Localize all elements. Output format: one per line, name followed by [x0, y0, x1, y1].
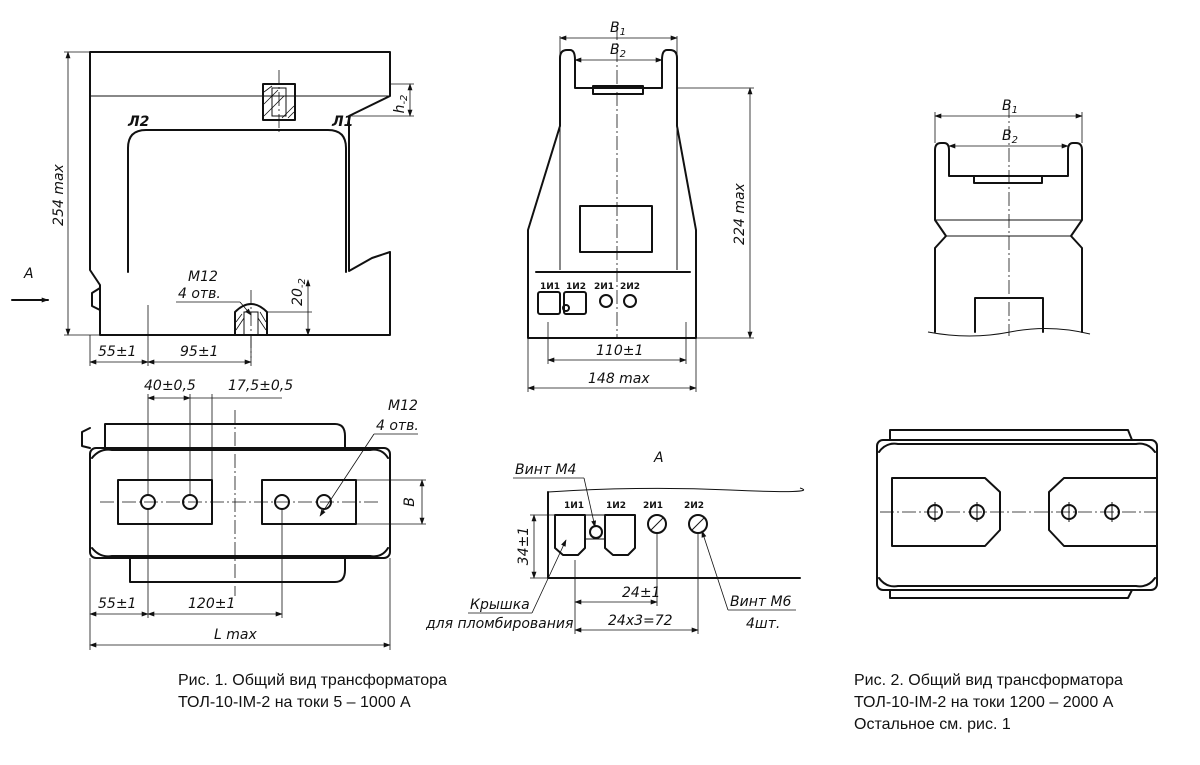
dim-B2-label: B2	[610, 42, 626, 60]
figure1-caption: Рис. 1. Общий вид трансформатора ТОЛ-10-…	[178, 670, 447, 714]
top-view-body	[89, 447, 391, 559]
front-thread-leader	[239, 301, 252, 316]
fig2-B1-label: B1	[1002, 98, 1018, 116]
view-a-cover-2	[604, 514, 636, 556]
front-bottom-hatch	[235, 311, 267, 331]
view-a-cover-leader	[531, 539, 567, 614]
dim-254-label: 254 max	[51, 163, 67, 225]
view-a-break-line	[547, 487, 805, 493]
view-a-m4-label: Винт М4	[515, 462, 576, 478]
dim-95-label: 95±1	[180, 344, 218, 360]
fig2-side-view: B1 B2	[927, 98, 1091, 337]
view-a-screw-4-slot	[691, 517, 705, 531]
dim-L-label: L max	[214, 627, 257, 643]
view-a-m6-count: 4шт.	[746, 616, 780, 632]
dim-55b-label: 55±1	[98, 596, 136, 612]
top-thread-label: M12	[388, 398, 418, 414]
view-a-cover-1	[554, 514, 586, 556]
side-terminal-screw	[562, 304, 570, 312]
top-rib-lower	[91, 547, 389, 558]
side-terminal-screw-4	[623, 294, 637, 308]
view-a: A 1И1 1И2 2И1 2И2 Винт М4 34±1 24±1 24x3…	[425, 450, 805, 634]
fig2-top-upper-flange	[889, 429, 1133, 441]
fig2-rib-lower	[878, 577, 1156, 588]
fig2-busbar-pad-right	[1048, 477, 1158, 547]
top-view-lower-flange	[129, 557, 346, 583]
dim-40-label: 40±0,5	[144, 378, 196, 394]
side-view-nameplate	[579, 205, 653, 253]
figure2-caption-line1: Рис. 2. Общий вид трансформатора	[854, 672, 1123, 689]
side-view-top-pad	[592, 85, 644, 95]
dim-24-label: 24±1	[622, 585, 660, 601]
top-thread-leader	[319, 433, 375, 517]
side-view: 1И1 1И2 2И1 2И2 B1 B2 224 max 110±1 148 …	[527, 20, 754, 392]
dim-20-label: 20-2	[290, 278, 308, 306]
fig2-rib-upper	[878, 442, 1156, 453]
front-top-hatch	[263, 85, 295, 119]
view-a-title: A	[653, 450, 664, 466]
terminal-mark-L1: Л1	[331, 114, 353, 130]
terminal-mark-L2: Л2	[127, 114, 149, 130]
view-a-screw-3-slot	[650, 517, 664, 531]
view-a-cover-label-1: Крышка	[470, 597, 530, 613]
dim-h-label: h-2	[392, 95, 410, 114]
side-terminal-3: 2И1	[594, 282, 614, 292]
figure1-caption-line2: ТОЛ-10-IM-2 на токи 5 – 1000 А	[178, 694, 411, 711]
front-thread-count: 4 отв.	[178, 286, 221, 302]
view-a-cover-label-2: для пломбирования	[425, 616, 573, 632]
fig2-busbar-pad-left	[891, 477, 1001, 547]
fig2-side-outline	[934, 142, 1083, 333]
front-view-body-outline	[89, 51, 391, 336]
view-a-m6-leader	[701, 530, 729, 611]
top-rib-upper	[91, 448, 389, 459]
side-terminal-cover-2	[563, 291, 587, 315]
fig2-top-view	[876, 429, 1160, 599]
view-a-terminal-2: 1И2	[606, 501, 626, 511]
view-a-terminal-3: 2И1	[643, 501, 663, 511]
side-terminal-1: 1И1	[540, 282, 560, 292]
fig2-top-pad	[973, 175, 1043, 184]
dim-120-label: 120±1	[188, 596, 235, 612]
top-thread-count: 4 отв.	[376, 418, 419, 434]
top-view-box	[81, 427, 91, 449]
dim-B-label: B	[402, 497, 418, 507]
side-terminal-2: 1И2	[566, 282, 586, 292]
fig1-front-view: Л2 Л1 254 max h-2 20-2 M12 4 отв. 55±1 9…	[11, 51, 414, 366]
front-thread-label: M12	[188, 269, 218, 285]
view-a-cover-bridge	[584, 514, 606, 540]
view-a-terminal-4: 2И2	[684, 501, 704, 511]
fig2-B2-label: B2	[1002, 128, 1018, 146]
fig1-top-view: 40±0,5 17,5±0,5 M12 4 отв. B 55±1 120±1 …	[81, 378, 426, 650]
dim-72-label: 24x3=72	[608, 613, 673, 629]
dim-224-label: 224 max	[732, 182, 748, 244]
dim-B1-label: B1	[610, 20, 626, 38]
dim-17-label: 17,5±0,5	[228, 378, 293, 394]
view-a-m4-leader	[583, 477, 597, 528]
front-view-secondary-box	[91, 287, 101, 311]
dim-148-label: 148 max	[588, 371, 650, 387]
view-a-terminal-1: 1И1	[564, 501, 584, 511]
figure1-caption-line1: Рис. 1. Общий вид трансформатора	[178, 672, 447, 689]
figure2-caption-line3: Остальное см. рис. 1	[854, 716, 1011, 733]
fig2-break-line	[927, 327, 1091, 337]
side-terminal-4: 2И2	[620, 282, 640, 292]
view-a-m6-label: Винт М6	[730, 594, 792, 610]
side-terminal-screw-3	[599, 294, 613, 308]
dim-55-label: 55±1	[98, 344, 136, 360]
figure2-caption: Рис. 2. Общий вид трансформатора ТОЛ-10-…	[854, 670, 1123, 736]
dim-34-label: 34±1	[516, 527, 532, 565]
view-a-screw-m4	[589, 525, 603, 539]
front-view-window	[127, 129, 347, 273]
top-view-upper-flange	[104, 423, 346, 449]
figure2-caption-line2: ТОЛ-10-IM-2 на токи 1200 – 2000 А	[854, 694, 1114, 711]
fig2-top-lower-flange	[889, 589, 1133, 599]
view-arrow-label: A	[23, 266, 34, 282]
dim-110-label: 110±1	[596, 343, 643, 359]
fig2-top-body	[876, 439, 1158, 591]
side-terminal-cover-1	[537, 291, 561, 315]
